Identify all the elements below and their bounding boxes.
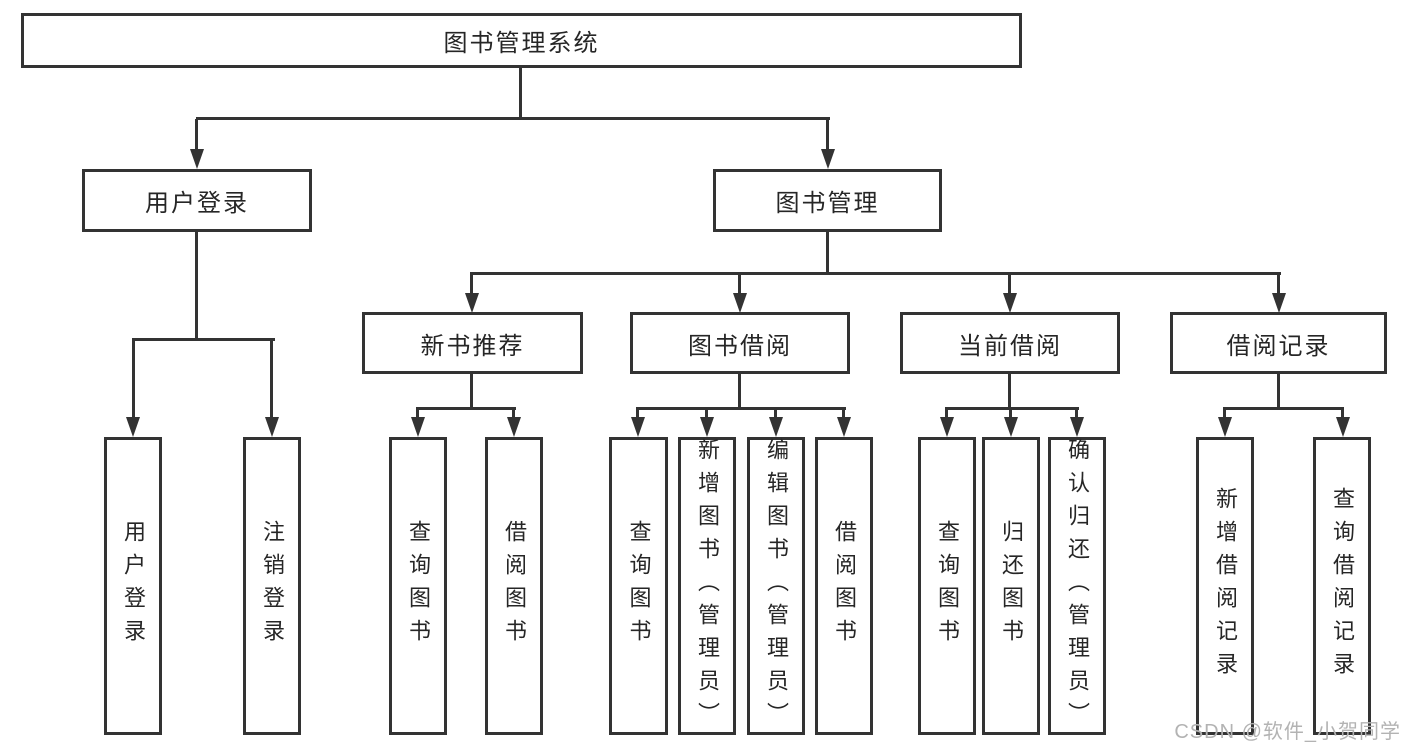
connector-drop-book-management [826,119,829,151]
leaf-label: 新增借阅记录 [1213,487,1238,685]
arrow-leaf [411,417,425,437]
leaf-query-books-recommend: 查询图书 [389,437,447,735]
node-label: 图书管理系统 [443,30,600,57]
connector-current-borrow-stem [1008,374,1011,410]
connector-drop [1341,409,1344,419]
connector-book-management-stem [826,232,829,272]
leaf-add-borrow-record: 新增借阅记录 [1196,437,1254,735]
leaf-label: 新增图书（管理员） [695,437,720,735]
arrow-book-borrow [733,293,747,313]
connector-user-login-bar [132,338,275,341]
leaf-label: 查询图书 [626,520,652,652]
node-user-login: 用户登录 [82,169,312,232]
connector-drop [1223,409,1226,419]
leaf-borrow-books-recommend: 借阅图书 [485,437,543,735]
arrow-leaf-login [126,417,140,437]
arrow-user-login [190,149,204,169]
arrow-leaf [1336,417,1350,437]
arrow-leaf [631,417,645,437]
leaf-label: 查询图书 [935,520,960,652]
connector-drop-leaf-login [132,340,135,419]
connector-borrow-records-bar [1223,407,1344,410]
arrow-leaf [507,417,521,437]
leaf-logout: 注销登录 [243,437,301,735]
node-label: 用户登录 [145,190,249,217]
connector-drop [774,409,777,419]
arrow-leaf [1070,417,1084,437]
leaf-label: 确认归还（管理员） [1065,437,1090,735]
connector-drop [1075,409,1078,419]
node-label: 借阅记录 [1226,332,1331,360]
connector-borrow-records-stem [1277,374,1280,410]
connector-new-book-stem [470,374,473,410]
node-new-book-recommendation: 新书推荐 [362,312,583,374]
connector-book-borrow-stem [738,374,741,410]
leaf-return-books: 归还图书 [982,437,1040,735]
connector-drop [842,409,845,419]
arrow-leaf [1004,417,1018,437]
node-borrowing-records: 借阅记录 [1170,312,1387,374]
leaf-label: 查询图书 [406,520,431,652]
arrow-leaf [700,417,714,437]
connector-root-stem [519,68,522,119]
leaf-label: 编辑图书（管理员） [764,437,789,735]
connector-drop [416,409,419,419]
leaf-edit-books-admin: 编辑图书（管理员） [747,437,805,735]
connector-drop [512,409,515,419]
arrow-leaf [837,417,851,437]
connector-new-book-bar [416,407,516,410]
leaf-borrow-books: 借阅图书 [815,437,873,735]
leaf-label: 借阅图书 [832,520,857,652]
connector-drop [1009,409,1012,419]
node-label: 图书借阅 [688,332,792,360]
connector-drop [945,409,948,419]
connector-drop-leaf-logout [270,340,273,419]
leaf-query-borrow-record: 查询借阅记录 [1313,437,1371,735]
node-label: 图书管理 [775,190,880,217]
arrow-leaf [1218,417,1232,437]
leaf-user-login: 用户登录 [104,437,162,735]
arrow-leaf [940,417,954,437]
leaf-label: 归还图书 [999,520,1024,652]
arrow-current-borrow [1003,293,1017,313]
arrow-book-management [821,149,835,169]
connector-drop [636,409,639,419]
leaf-label: 查询借阅记录 [1330,487,1355,685]
connector-drop-new-book [470,275,473,295]
node-book-management: 图书管理 [713,169,942,232]
connector-current-borrow-bar [945,407,1079,410]
connector-drop-borrow-records [1277,275,1280,295]
arrow-leaf-logout [265,417,279,437]
leaf-label: 借阅图书 [502,520,527,652]
node-library-management-system: 图书管理系统 [21,13,1022,68]
arrow-new-book [465,293,479,313]
leaf-query-books-current: 查询图书 [918,437,976,735]
connector-drop-current-borrow [1008,275,1011,295]
arrow-borrow-records [1272,293,1286,313]
connector-drop-book-borrow [738,275,741,295]
node-label: 当前借阅 [958,332,1062,360]
connector-drop-user-login [195,119,198,151]
node-book-borrowing: 图书借阅 [630,312,850,374]
node-current-borrowing: 当前借阅 [900,312,1120,374]
csdn-watermark: CSDN @软件_小贺同学 [1174,721,1401,743]
arrow-leaf [769,417,783,437]
leaf-label: 注销登录 [260,520,285,652]
leaf-label: 用户登录 [121,520,146,652]
leaf-query-books-borrowing: 查询图书 [609,437,668,735]
leaf-confirm-return-admin: 确认归还（管理员） [1048,437,1106,735]
connector-book-management-bar [470,272,1281,275]
connector-drop [705,409,708,419]
connector-book-borrow-bar [636,407,846,410]
connector-user-login-stem [195,232,198,338]
connector-root-bar [196,117,830,120]
node-label: 新书推荐 [420,332,525,360]
leaf-add-books-admin: 新增图书（管理员） [678,437,736,735]
